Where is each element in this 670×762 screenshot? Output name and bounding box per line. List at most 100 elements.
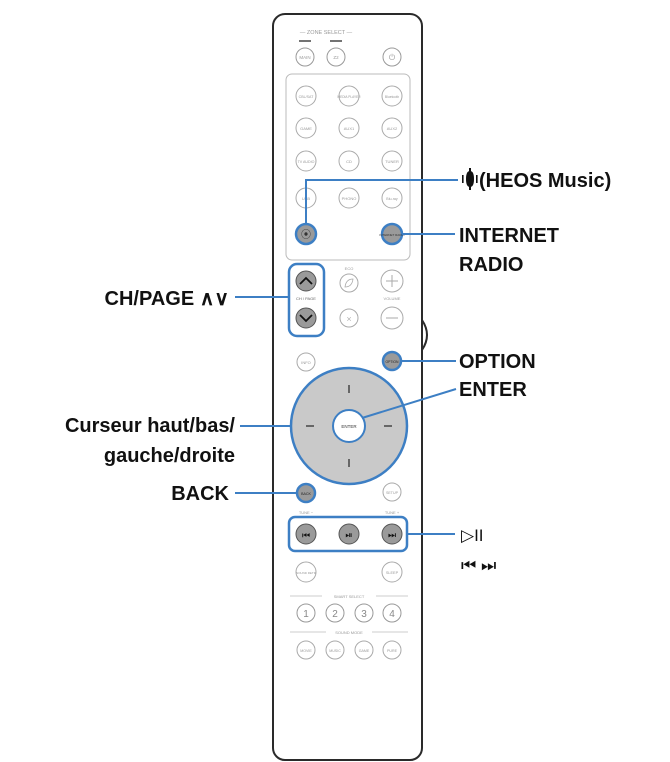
sound-mode-label: SOUND MODE	[335, 630, 363, 635]
chevron-up-icon	[299, 276, 313, 285]
ch-page-up-button[interactable]	[295, 270, 317, 292]
tune-minus-label: TUNE −	[299, 510, 314, 515]
heos-music-callout: (HEOS Music)	[462, 168, 611, 192]
option-callout-label: OPTION	[459, 351, 536, 373]
svg-text:4: 4	[389, 609, 395, 620]
enter-callout-label: ENTER	[459, 379, 527, 401]
source-row-3: TV AUDIO CD TUNER	[295, 150, 403, 172]
svg-text:SETUP: SETUP	[386, 491, 399, 495]
volume-label: VOLUME	[384, 296, 401, 301]
svg-text:TUNER: TUNER	[385, 159, 399, 164]
skip-callout-label: ⏮ ⏭	[461, 556, 496, 575]
ch-page-callout-label: CH/PAGE ∧∨	[105, 288, 229, 310]
svg-text:TV AUDIO: TV AUDIO	[298, 160, 315, 164]
tv-audio-button[interactable]: TV AUDIO	[295, 150, 317, 172]
svg-text:GAME: GAME	[300, 126, 312, 131]
zone-select-label: — ZONE SELECT —	[300, 30, 353, 36]
svg-text:BACK: BACK	[301, 492, 311, 496]
svg-text:PURE: PURE	[387, 649, 398, 653]
svg-text:PHONO: PHONO	[342, 196, 357, 201]
svg-text:GAME: GAME	[359, 649, 370, 653]
sleep-button[interactable]: SLEEP	[381, 561, 403, 583]
volume-down-button[interactable]	[380, 306, 404, 330]
eco-label: ECO	[345, 266, 354, 271]
play-pause-callout-label: ▷II	[461, 526, 484, 545]
cbl-sat-button[interactable]: CBL/SAT	[295, 85, 317, 107]
ch-page-down-button[interactable]	[295, 307, 317, 329]
back-callout-label: BACK	[171, 483, 229, 505]
svg-text:OPTION: OPTION	[386, 360, 400, 364]
svg-text:1: 1	[303, 609, 309, 620]
play-pause-button[interactable]: ⏯	[338, 523, 360, 545]
cursor-callout-label-line2: gauche/droite	[104, 445, 235, 467]
zone2-button[interactable]: Z2	[326, 47, 346, 67]
smart-select-label: SMART SELECT	[334, 594, 365, 599]
mute-button[interactable]: ⨯	[339, 308, 359, 328]
eco-button[interactable]	[339, 273, 359, 293]
music-mode-button[interactable]: MUSIC	[325, 640, 345, 660]
mute-icon: ⨯	[346, 316, 352, 323]
plus-icon	[386, 275, 398, 287]
heos-logo-icon	[462, 168, 478, 190]
ch-page-label: CH / PAGE	[296, 296, 316, 301]
heos-music-label: (HEOS Music)	[479, 170, 611, 192]
media-player-button[interactable]: MEDIA PLAYER	[337, 85, 361, 107]
aux2-button[interactable]: AUX2	[381, 117, 403, 139]
bluetooth-button[interactable]: Bluetooth	[381, 85, 403, 107]
svg-text:CD: CD	[346, 159, 352, 164]
remote-side-bump	[421, 319, 428, 351]
svg-text:MOVIE: MOVIE	[300, 649, 312, 653]
option-button[interactable]: OPTION	[381, 350, 403, 372]
bluray-button[interactable]: Blu-ray	[381, 187, 403, 209]
tuner-button[interactable]: TUNER	[381, 150, 403, 172]
phono-button[interactable]: PHONO	[338, 187, 360, 209]
sound-retriever-button[interactable]: SOUND RETR	[295, 561, 317, 583]
next-button[interactable]: ⏭	[381, 523, 403, 545]
svg-text:INTERNET RADIO: INTERNET RADIO	[379, 233, 405, 237]
heos-music-button[interactable]: ⦿	[294, 222, 318, 246]
svg-text:SLEEP: SLEEP	[386, 571, 399, 575]
pure-mode-button[interactable]: PURE	[382, 640, 402, 660]
source-row-2: GAME AUX1 AUX2	[295, 117, 403, 139]
enter-leader-line	[361, 388, 457, 419]
smart-select-1-button[interactable]: 1	[296, 603, 316, 623]
internet-radio-label-line1: INTERNET	[459, 225, 559, 247]
leaf-icon	[344, 278, 354, 288]
cursor-callout-label-line1: Curseur haut/bas/	[65, 415, 235, 437]
svg-text:MEDIA PLAYER: MEDIA PLAYER	[337, 95, 361, 99]
svg-text:3: 3	[361, 609, 367, 620]
game-button[interactable]: GAME	[295, 117, 317, 139]
setup-button[interactable]: SETUP	[382, 482, 402, 502]
skip-forward-icon: ⏭	[388, 530, 396, 540]
smart-select-4-button[interactable]: 4	[382, 603, 402, 623]
previous-button[interactable]: ⏮	[295, 523, 317, 545]
volume-up-button[interactable]	[380, 269, 404, 293]
svg-text:INFO: INFO	[301, 360, 311, 365]
callout-lines	[235, 179, 458, 535]
info-button[interactable]: INFO	[296, 352, 316, 372]
game-mode-button[interactable]: GAME	[354, 640, 374, 660]
source-row-1: CBL/SAT MEDIA PLAYER Bluetooth	[295, 85, 403, 107]
skip-back-icon: ⏮	[302, 530, 310, 540]
svg-text:Bluetooth: Bluetooth	[385, 95, 399, 99]
heos-leader-line	[305, 179, 458, 224]
movie-mode-button[interactable]: MOVIE	[296, 640, 316, 660]
svg-text:AUX1: AUX1	[344, 126, 355, 131]
smart-select-2-button[interactable]: 2	[325, 603, 345, 623]
svg-text:AUX2: AUX2	[387, 126, 398, 131]
back-button[interactable]: BACK	[295, 482, 317, 504]
internet-radio-label-line2: RADIO	[459, 254, 523, 276]
smart-select-3-button[interactable]: 3	[354, 603, 374, 623]
cd-button[interactable]: CD	[338, 150, 360, 172]
power-button[interactable]: ⏻	[382, 47, 402, 67]
svg-text:MAIN: MAIN	[299, 55, 310, 60]
power-icon: ⏻	[389, 53, 396, 62]
svg-text:MUSIC: MUSIC	[329, 649, 341, 653]
enter-button[interactable]: ENTER	[332, 409, 366, 443]
main-zone-button[interactable]: MAIN	[295, 47, 315, 67]
svg-text:Z2: Z2	[333, 55, 339, 60]
svg-text:2: 2	[332, 609, 338, 620]
chevron-down-icon	[299, 314, 313, 323]
aux1-button[interactable]: AUX1	[338, 117, 360, 139]
